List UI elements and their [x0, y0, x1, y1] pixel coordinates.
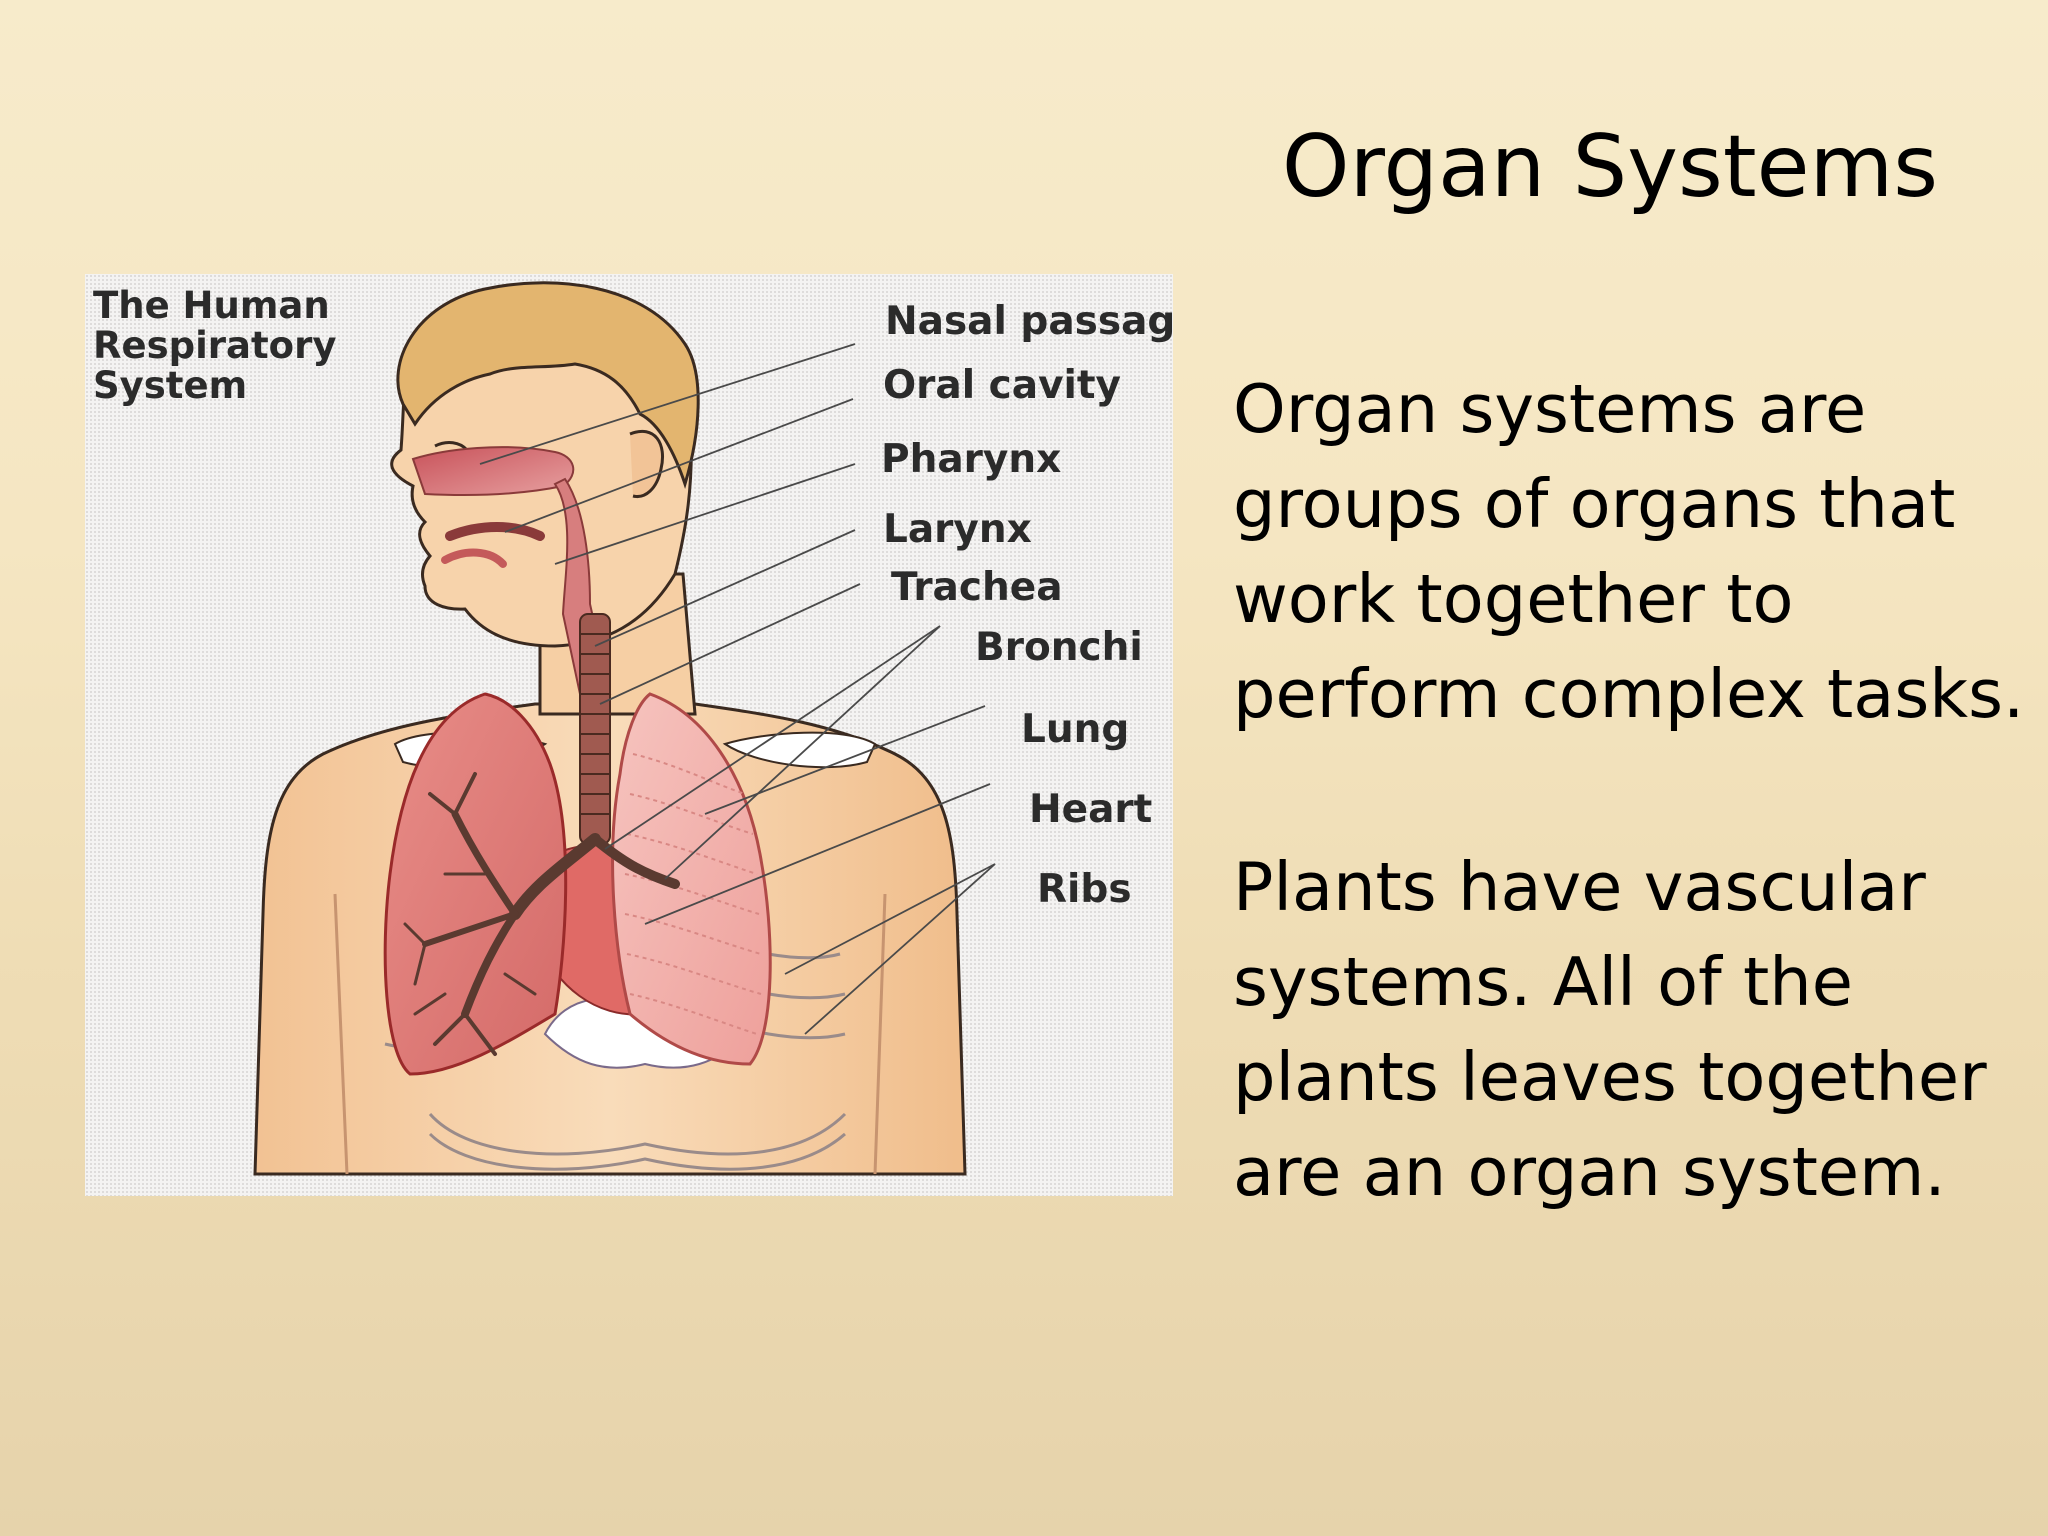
label-pharynx: Pharynx — [881, 437, 1062, 482]
slide-title: Organ Systems — [1281, 117, 1939, 217]
label-lung: Lung — [1021, 707, 1130, 752]
hair — [396, 281, 700, 489]
lung-left — [383, 692, 568, 1076]
label-ribs: Ribs — [1037, 867, 1132, 912]
paragraph-1-line-4: perform complex tasks. — [1233, 655, 2025, 733]
paragraph-2-line-4: are an organ system. — [1233, 1133, 1946, 1211]
trachea — [579, 613, 611, 845]
paragraph-2-line-3: plants leaves together — [1233, 1038, 1987, 1116]
diagram-heading-line-1: The Human — [93, 284, 330, 327]
leader-lines — [479, 343, 996, 1035]
paragraph-1-line-2: groups of organs that — [1233, 465, 1956, 543]
paragraph-2-line-2: systems. All of the — [1233, 943, 1853, 1021]
label-bronchi: Bronchi — [975, 625, 1143, 670]
paragraph-plants: Plants have vascular systems. All of the… — [1233, 840, 2033, 1220]
paragraph-2-line-1: Plants have vascular — [1233, 848, 1926, 926]
respiratory-diagram: The Human Respiratory System Nasal passa… — [85, 274, 1173, 1196]
nasal-cavity — [411, 446, 575, 497]
paragraph-organ-systems: Organ systems are groups of organs that … — [1233, 362, 2033, 742]
diagram-heading: The Human Respiratory System — [93, 286, 393, 406]
label-trachea: Trachea — [891, 565, 1063, 610]
oral-cavity — [445, 522, 545, 541]
diagram-heading-line-3: System — [93, 364, 248, 407]
label-heart: Heart — [1029, 787, 1153, 832]
lung-right — [611, 692, 772, 1066]
label-larynx: Larynx — [883, 507, 1032, 552]
bronchi — [403, 772, 680, 1056]
diagram-heading-line-2: Respiratory — [93, 324, 337, 367]
label-oral-cavity: Oral cavity — [883, 363, 1121, 408]
paragraph-1-line-3: work together to — [1233, 560, 1794, 638]
paragraph-1-line-1: Organ systems are — [1233, 370, 1867, 448]
respiratory-illustration — [253, 281, 996, 1176]
label-nasal-passage: Nasal passage — [885, 299, 1173, 344]
